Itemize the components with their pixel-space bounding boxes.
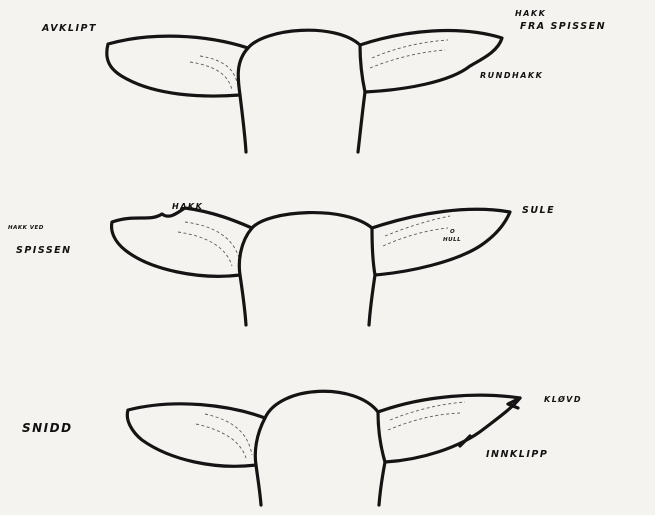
figure-2-hatching [178, 216, 450, 266]
figure-3-left-ear [127, 404, 265, 466]
figure-2-right-ear [372, 209, 510, 275]
figure-3-left-neck [256, 465, 261, 505]
label-hakk: HAKK [172, 203, 203, 211]
figure-2-crown [252, 213, 372, 228]
figure-1-right-neck [358, 92, 365, 152]
label-hakk-ved-spissen-line2: SPISSEN [16, 246, 72, 256]
figure-1-left-neck [240, 95, 246, 152]
label-hakk-ved-spissen-line1: HAKK VED [8, 226, 44, 232]
label-innklipp: INNKLIPP [486, 450, 548, 460]
label-hakk-fra-spissen-line2: FRA SPISSEN [520, 22, 606, 32]
label-kloevd: KLØVD [544, 396, 582, 404]
figure-1-right-ear [360, 31, 502, 92]
figure-3-crown [265, 391, 378, 418]
label-hull: HULL [443, 238, 461, 244]
figure-1-crown [248, 30, 360, 48]
label-rundhakk: RUNDHAKK [480, 72, 543, 80]
figure-3-head [127, 391, 520, 505]
label-sule: SULE [522, 206, 555, 216]
label-snidd: SNIDD [22, 422, 73, 434]
label-avklipt: AVKLIPT [42, 24, 97, 34]
label-hakk-fra-spissen-line1: HAKK [515, 10, 546, 18]
figure-2-left-neck [240, 275, 246, 325]
label-hull-mark: O [450, 230, 455, 236]
figure-2-right-neck [369, 275, 375, 325]
figure-3-right-neck [379, 462, 385, 505]
figure-1-head [107, 30, 502, 152]
figure-1-hatching [190, 40, 448, 90]
figure-2-head [112, 208, 510, 325]
